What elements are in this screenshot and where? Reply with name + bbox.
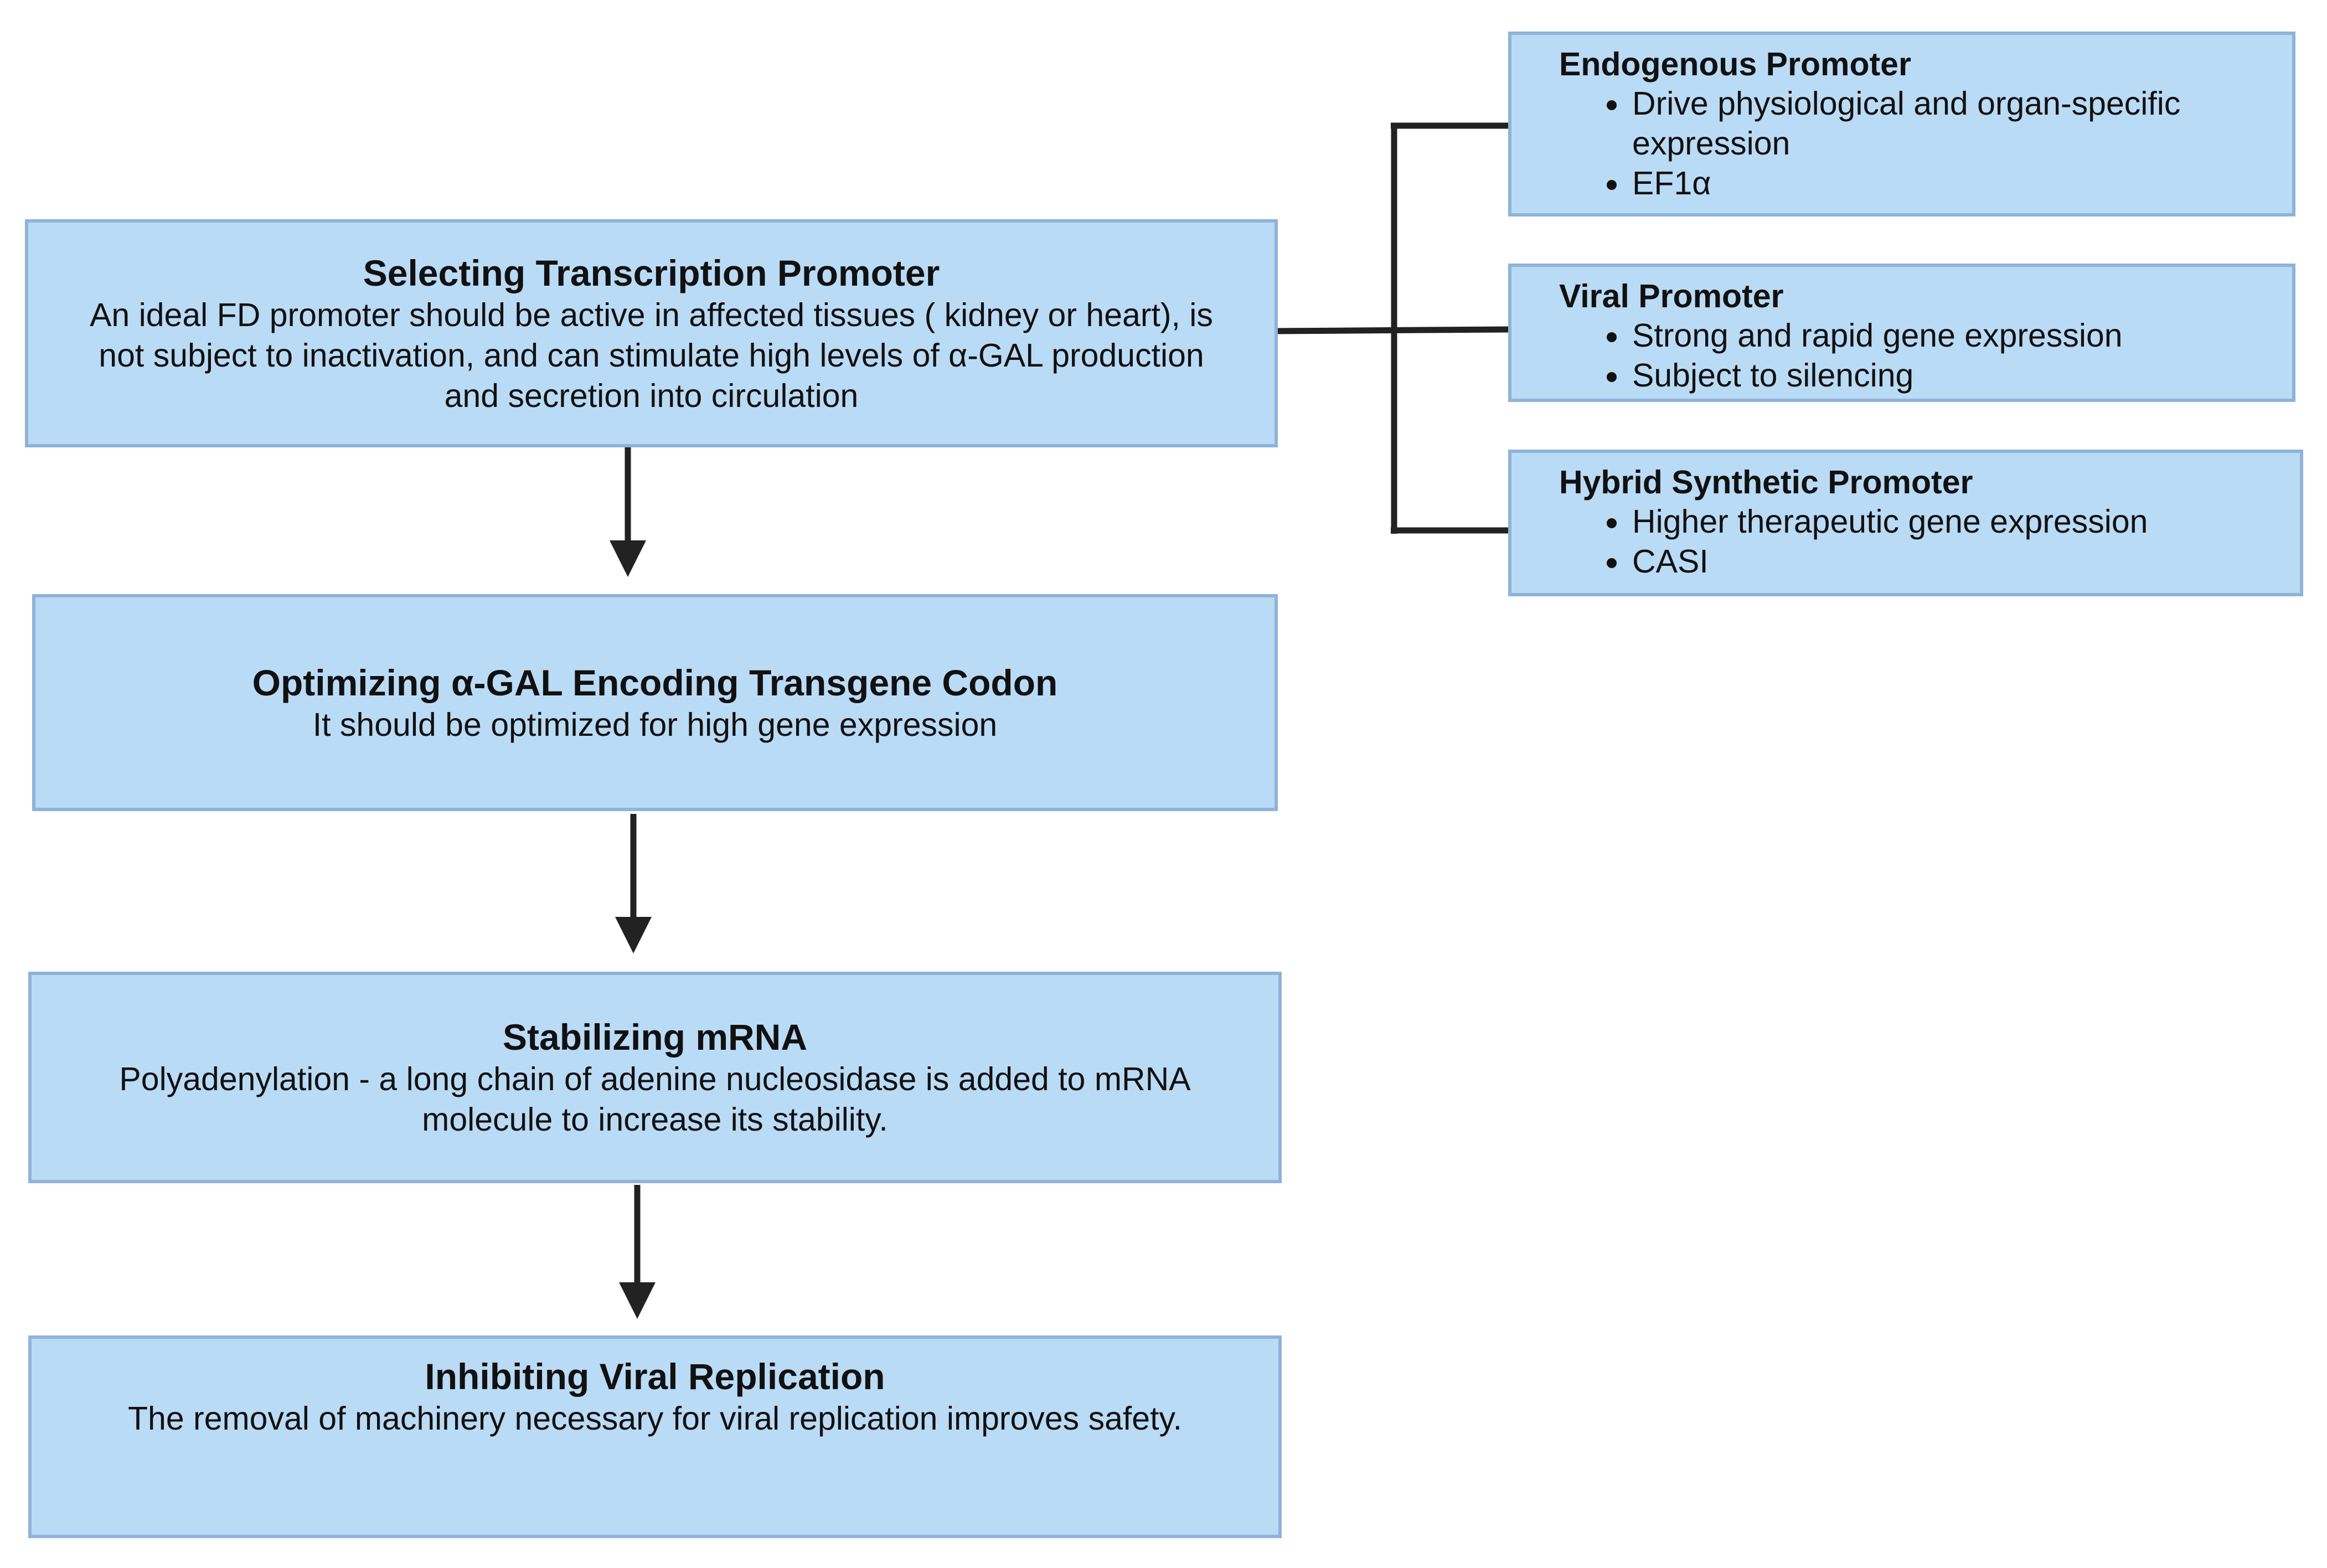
promoter-bullet: EF1α [1630, 163, 2259, 203]
step-description: Polyadenylation - a long chain of adenin… [119, 1061, 1191, 1138]
promoter-box-viral: Viral Promoter Strong and rapid gene exp… [1508, 264, 2295, 402]
promoter-bullet: Strong and rapid gene expression [1630, 316, 2259, 355]
step-description: An ideal FD promoter should be active in… [90, 296, 1213, 414]
step-title: Inhibiting Viral Replication [425, 1356, 885, 1397]
promoter-title: Viral Promoter [1559, 278, 1784, 314]
promoter-bullet: Subject to silencing [1630, 355, 2259, 395]
step-title: Optimizing α-GAL Encoding Transgene Codo… [252, 662, 1058, 703]
promoter-title: Endogenous Promoter [1559, 46, 1911, 82]
step-box-inhibiting-replication: Inhibiting Viral Replication The removal… [28, 1335, 1282, 1538]
step-box-selecting-promoter: Selecting Transcription Promoter An idea… [25, 219, 1278, 447]
step-box-stabilizing-mrna: Stabilizing mRNA Polyadenylation - a lon… [28, 972, 1282, 1183]
step-title: Stabilizing mRNA [502, 1017, 807, 1058]
promoter-bullet-list: Drive physiological and organ-specific e… [1559, 84, 2259, 203]
promoter-box-endogenous: Endogenous Promoter Drive physiological … [1508, 32, 2295, 216]
step-title: Selecting Transcription Promoter [363, 252, 940, 293]
promoter-bullet-list: Strong and rapid gene expression Subject… [1559, 316, 2259, 395]
promoter-title: Hybrid Synthetic Promoter [1559, 464, 1973, 501]
promoter-bullet: Drive physiological and organ-specific e… [1630, 84, 2259, 163]
promoter-bullet-list: Higher therapeutic gene expression CASI [1559, 502, 2267, 581]
promoter-bullet: CASI [1630, 541, 2267, 581]
promoter-bullet: Higher therapeutic gene expression [1630, 502, 2267, 541]
step-description: It should be optimized for high gene exp… [312, 706, 998, 743]
step-box-optimizing-codon: Optimizing α-GAL Encoding Transgene Codo… [32, 594, 1278, 811]
promoter-box-hybrid-synthetic: Hybrid Synthetic Promoter Higher therape… [1508, 450, 2303, 596]
step-description: The removal of machinery necessary for v… [127, 1400, 1183, 1437]
